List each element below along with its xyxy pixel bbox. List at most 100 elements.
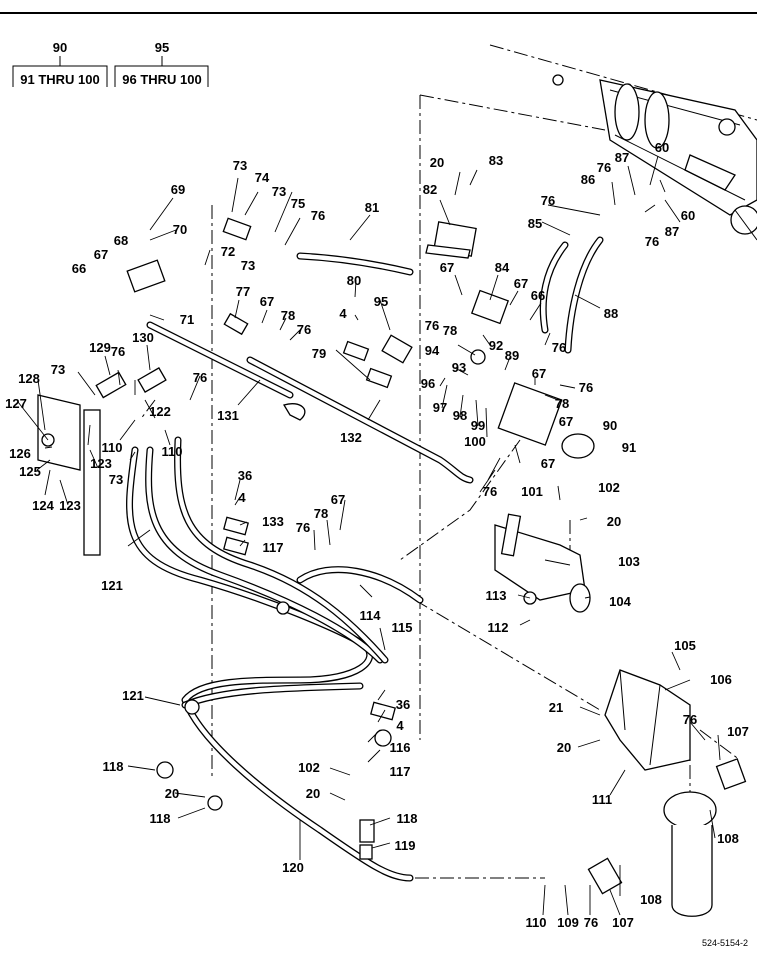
callout-label: 95 — [374, 294, 388, 309]
callout-labels: 69 70 73 74 73 75 76 81 20 83 68 67 66 7… — [5, 140, 749, 930]
callout-label: 80 — [347, 273, 361, 288]
callout-label: 108 — [640, 892, 662, 907]
isolator-104 — [569, 583, 591, 613]
callout-label: 67 — [440, 260, 454, 275]
callout-label: 102 — [598, 480, 620, 495]
valve-91 — [561, 433, 595, 459]
callout-label: 73 — [272, 184, 286, 199]
callout-label: 101 — [521, 484, 543, 499]
tee-121 — [184, 699, 200, 715]
callout-label: 108 — [717, 831, 739, 846]
callout-label: 82 — [423, 182, 437, 197]
callout-label: 60 — [681, 208, 695, 223]
callout-label: 76 — [483, 484, 497, 499]
block-68 — [126, 259, 166, 293]
header-group-95: 95 96 THRU 100 — [114, 40, 209, 87]
callout-label: 85 — [528, 216, 542, 231]
callout-label: 99 — [471, 418, 485, 433]
callout-label: 104 — [609, 594, 631, 609]
callout-label: 83 — [489, 153, 503, 168]
callout-label: 110 — [162, 444, 183, 459]
callout-label: 20 — [306, 786, 320, 801]
block-84 — [470, 289, 510, 325]
callout-label: 121 — [101, 578, 123, 593]
callout-label: 67 — [260, 294, 274, 309]
callout-label: 77 — [236, 284, 250, 299]
plate-strip — [83, 409, 101, 556]
callout-label: 117 — [263, 540, 284, 555]
callout-label: 123 — [90, 456, 112, 471]
callout-label: 94 — [425, 343, 440, 358]
clamp-117 — [223, 536, 249, 556]
fitting-107 — [715, 758, 747, 790]
callout-label: 121 — [122, 688, 144, 703]
callout-label: 117 — [390, 764, 411, 779]
callout-label: 76 — [683, 712, 697, 727]
callout-label: 132 — [340, 430, 362, 445]
callout-label: 78 — [555, 396, 569, 411]
hoses — [126, 236, 604, 882]
valve-95 — [381, 334, 413, 364]
bracket-111 — [604, 669, 691, 771]
callout-label: 124 — [32, 498, 54, 513]
callout-label: 76 — [584, 915, 598, 930]
callout-label: 76 — [297, 322, 311, 337]
callout-label: 118 — [103, 759, 124, 774]
callout-label: 68 — [114, 233, 128, 248]
callout-label: 87 — [615, 150, 629, 165]
callout-label: 76 — [425, 318, 439, 333]
callout-label: 76 — [111, 344, 125, 359]
callout-label: 73 — [109, 472, 123, 487]
machine-frame — [552, 74, 757, 241]
callout-label: 98 — [453, 408, 467, 423]
callout-label: 120 — [282, 860, 304, 875]
callout-label: 4 — [238, 490, 246, 505]
clamp-117b — [374, 729, 392, 747]
callout-label: 76 — [597, 160, 611, 175]
spacer-119 — [359, 844, 373, 860]
callout-label: 97 — [433, 400, 447, 415]
callout-label: 118 — [397, 811, 418, 826]
callout-label: 4 — [339, 306, 347, 321]
callout-label: 21 — [549, 700, 563, 715]
callout-label: 69 — [171, 182, 185, 197]
callout-label: 76 — [541, 193, 555, 208]
callout-label: 73 — [51, 362, 65, 377]
callout-label: 111 — [592, 792, 612, 807]
clamp-116 — [370, 701, 396, 721]
callout-label: 66 — [72, 261, 86, 276]
callout-label: 73 — [241, 258, 255, 273]
callout-label: 73 — [233, 158, 247, 173]
callout-label: 67 — [94, 247, 108, 262]
callout-label: 88 — [604, 306, 618, 321]
callout-label: 74 — [255, 170, 270, 185]
callout-label: 76 — [311, 208, 325, 223]
clamp-133 — [223, 516, 249, 536]
manifold-90 — [497, 382, 563, 446]
clamp-118c — [359, 819, 375, 843]
callout-label: 66 — [531, 288, 545, 303]
callout-label: 84 — [495, 260, 510, 275]
header-group-range: 96 THRU 100 — [122, 72, 201, 87]
callout-label: 133 — [262, 514, 284, 529]
fitting-107b — [587, 857, 623, 895]
header-group-90: 90 91 THRU 100 — [12, 40, 108, 87]
callout-label: 109 — [557, 915, 579, 930]
callout-label: 81 — [365, 200, 379, 215]
callout-label: 36 — [396, 697, 410, 712]
header-group-range: 91 THRU 100 — [20, 72, 99, 87]
callout-label: 91 — [622, 440, 636, 455]
callout-label: 118 — [150, 811, 171, 826]
callout-label: 67 — [331, 492, 345, 507]
callout-label: 131 — [217, 408, 239, 423]
elbow-130 — [137, 367, 167, 393]
callout-label: 115 — [392, 620, 413, 635]
callout-label: 113 — [486, 588, 507, 603]
callout-label: 107 — [727, 724, 749, 739]
callout-label: 110 — [526, 915, 547, 930]
callout-label: 76 — [296, 520, 310, 535]
callout-label: 92 — [489, 338, 503, 353]
callout-label: 20 — [607, 514, 621, 529]
filter-head — [663, 791, 717, 829]
